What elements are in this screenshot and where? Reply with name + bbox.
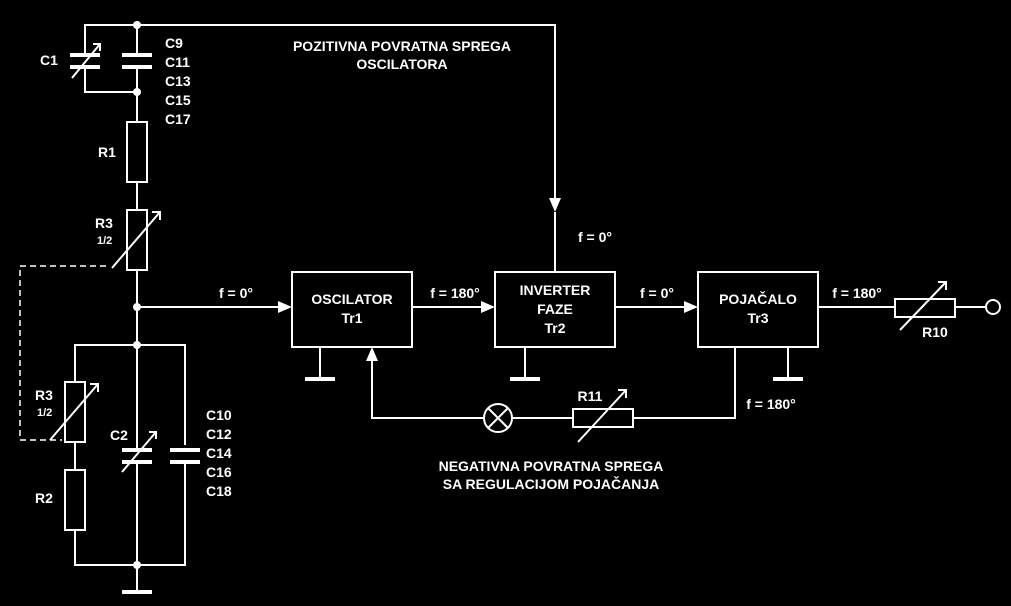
lower-network-wires: [74, 344, 186, 590]
label-c13: C13: [165, 73, 191, 89]
junction-lower-top: [133, 341, 141, 349]
phase-to-oscillator: f = 0°: [219, 285, 253, 301]
lamp-icon: [483, 403, 513, 433]
label-c2: C2: [110, 427, 128, 443]
oscillator-tr: Tr1: [341, 310, 362, 326]
label-r3-lower-frac: 1/2: [37, 407, 52, 419]
annotation-negative-feedback-line2: SA REGULACIJOM POJAČANJA: [443, 475, 660, 492]
annotation-negative-feedback-line1: NEGATIVNA POVRATNA SPREGA: [439, 458, 664, 474]
resistor-r1: [126, 121, 148, 183]
label-c16: C16: [206, 464, 232, 480]
inverter-tr: Tr2: [544, 320, 565, 336]
block-oscillator: [291, 271, 413, 348]
label-c10: C10: [206, 407, 232, 423]
label-c11: C11: [165, 54, 190, 70]
label-c14: C14: [206, 445, 232, 461]
label-r3-upper-frac: 1/2: [97, 235, 112, 247]
oscillator-title: OSCILATOR: [311, 291, 392, 307]
label-c1: C1: [40, 52, 58, 68]
block-inverter: [494, 271, 616, 348]
label-c17: C17: [165, 111, 191, 127]
annotation-positive-feedback-line1: POZITIVNA POVRATNA SPREGA: [293, 38, 511, 54]
junction-c1: [133, 88, 141, 96]
junction-lower-bottom: [133, 561, 141, 569]
label-c9: C9: [165, 35, 183, 51]
output-terminal: [985, 299, 1001, 315]
label-r2: R2: [35, 490, 53, 506]
label-r10: R10: [922, 324, 948, 340]
capacitor-c1-variable: [70, 24, 137, 93]
block-amplifier: [697, 271, 819, 348]
label-r3-lower: R3: [35, 387, 53, 403]
resistor-r3-lower: [49, 381, 99, 443]
inverter-title: INVERTER: [520, 282, 591, 298]
resistor-r10: [894, 281, 956, 331]
signal-inverter-to-amp: [615, 301, 698, 313]
capacitor-c2-variable: [121, 431, 157, 473]
phase-amp-out: f = 180°: [832, 285, 882, 301]
inverter-subtitle: FAZE: [537, 301, 573, 317]
negative-feedback-wire: [366, 347, 736, 419]
resistor-r3-upper: [111, 209, 161, 271]
capacitor-c10-group: [170, 448, 200, 465]
label-c15: C15: [165, 92, 191, 108]
label-c12: C12: [206, 426, 232, 442]
label-c18: C18: [206, 483, 232, 499]
annotation-positive-feedback-line2: OSCILATORA: [356, 56, 447, 72]
amplifier-title: POJAČALO: [719, 290, 797, 307]
signal-osc-to-inverter: [412, 301, 495, 313]
positive-feedback-wire: [137, 24, 561, 272]
label-r3-upper: R3: [95, 215, 113, 231]
resistor-r2: [64, 469, 86, 531]
label-r1: R1: [98, 144, 116, 160]
phase-amp-feedback: f = 180°: [746, 396, 796, 412]
phase-osc-to-inverter: f = 180°: [430, 285, 480, 301]
amplifier-tr: Tr3: [747, 310, 768, 326]
label-r11: R11: [578, 388, 603, 404]
phase-inverter-to-amp: f = 0°: [640, 285, 674, 301]
r3-gang-link: [19, 265, 106, 441]
signal-to-oscillator: [137, 301, 292, 313]
capacitor-c9-group: [122, 25, 152, 122]
resistor-r11: [572, 389, 634, 443]
phase-inverter-up: f = 0°: [578, 229, 612, 245]
